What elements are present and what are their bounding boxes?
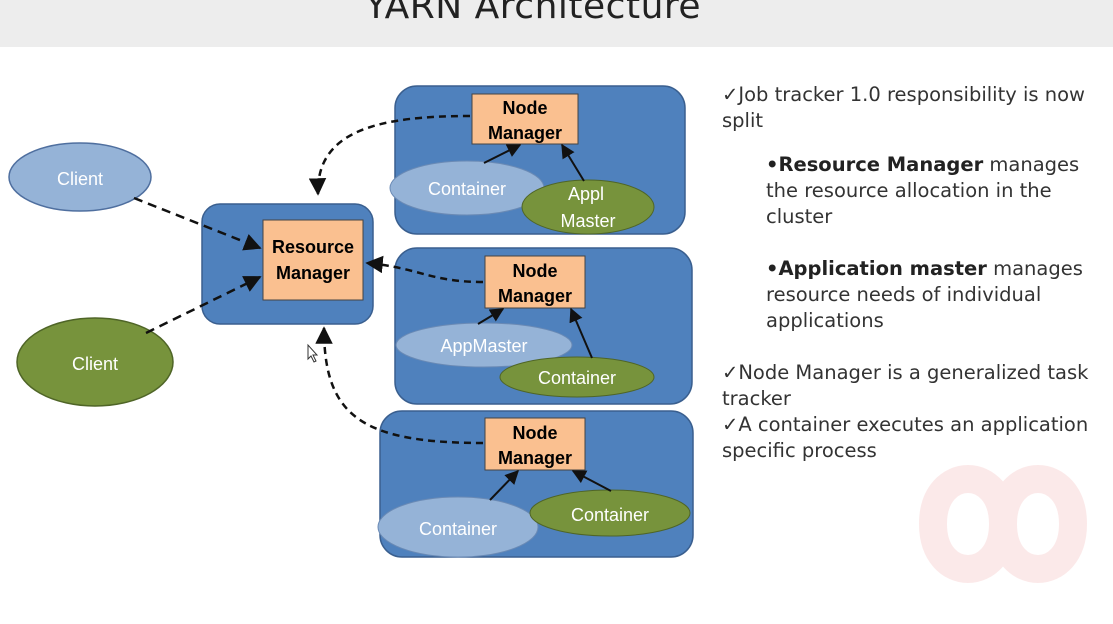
container-label-2: Container — [538, 368, 616, 388]
node-manager-2 — [484, 255, 586, 309]
yarn-diagram: Resource Manager Node Manager Node Manag… — [8, 85, 694, 558]
page-title: YARN Architecture — [364, 0, 702, 27]
arrow-container4-to-nm3 — [571, 470, 612, 492]
note-container: ✓A container executes an application spe… — [722, 413, 1089, 462]
arrow-appmaster-to-nm2 — [477, 308, 505, 325]
note-jobtracker: ✓Job tracker 1.0 responsibility is now s… — [722, 83, 1085, 132]
arrow-applmaster-to-nm1 — [561, 143, 585, 182]
appmaster-ellipse — [395, 322, 573, 368]
arrow-client2-to-rm — [145, 275, 262, 335]
arrow-nm1-to-rm — [308, 114, 471, 196]
node-manager-1-line2: Manager — [488, 123, 562, 143]
note-rm-rest: manages the resource allocation in the c… — [766, 153, 1080, 228]
mouse-cursor-icon — [307, 343, 319, 363]
node-manager-3 — [484, 417, 586, 471]
title-bar: YARN Architecture — [0, 0, 1113, 47]
node-manager-1 — [471, 93, 579, 145]
note-rm-bold: •Resource Manager — [766, 153, 984, 176]
notes-panel: ✓Job tracker 1.0 responsibility is now s… — [722, 82, 1107, 464]
arrow-container2-to-nm2 — [569, 307, 593, 359]
container-label-4: Container — [571, 505, 649, 525]
container-ellipse-3 — [377, 496, 539, 558]
resource-manager-line2: Manager — [276, 263, 350, 283]
container-label-3: Container — [419, 519, 497, 539]
appl-master-ellipse — [521, 179, 655, 235]
container-ellipse-2 — [499, 356, 655, 398]
resource-manager-line1: Resource — [272, 237, 354, 257]
appl-master-line1: Appl — [568, 184, 604, 204]
client-label-1: Client — [57, 169, 103, 189]
arrow-nm2-to-rm — [365, 255, 484, 284]
logo-watermark-icon — [918, 465, 1088, 583]
note-am-bold: •Application master — [766, 257, 987, 280]
arrow-nm3-to-rm — [315, 326, 484, 445]
client-ellipse-1 — [8, 142, 152, 212]
node-manager-1-line1: Node — [503, 98, 548, 118]
note-application-master: •Application master manages resource nee… — [766, 256, 1107, 334]
node-manager-3-line2: Manager — [498, 448, 572, 468]
resource-manager — [262, 219, 364, 301]
node-manager-3-line1: Node — [513, 423, 558, 443]
client-ellipse-2 — [16, 317, 174, 407]
note-resource-manager: •Resource Manager manages the resource a… — [766, 152, 1107, 230]
node-manager-2-line2: Manager — [498, 286, 572, 306]
client-label-2: Client — [72, 354, 118, 374]
arrow-client1-to-rm — [133, 196, 262, 251]
arrow-container3-to-nm3 — [489, 469, 519, 501]
container-label-1: Container — [428, 179, 506, 199]
note-am-rest: manages resource needs of individual app… — [766, 257, 1083, 332]
note-node-manager: ✓Node Manager is a generalized task trac… — [722, 361, 1089, 410]
appl-master-line2: Master — [560, 211, 615, 231]
node-manager-2-line1: Node — [513, 261, 558, 281]
appmaster-label: AppMaster — [440, 336, 527, 356]
arrow-container1-to-nm1 — [483, 144, 522, 164]
